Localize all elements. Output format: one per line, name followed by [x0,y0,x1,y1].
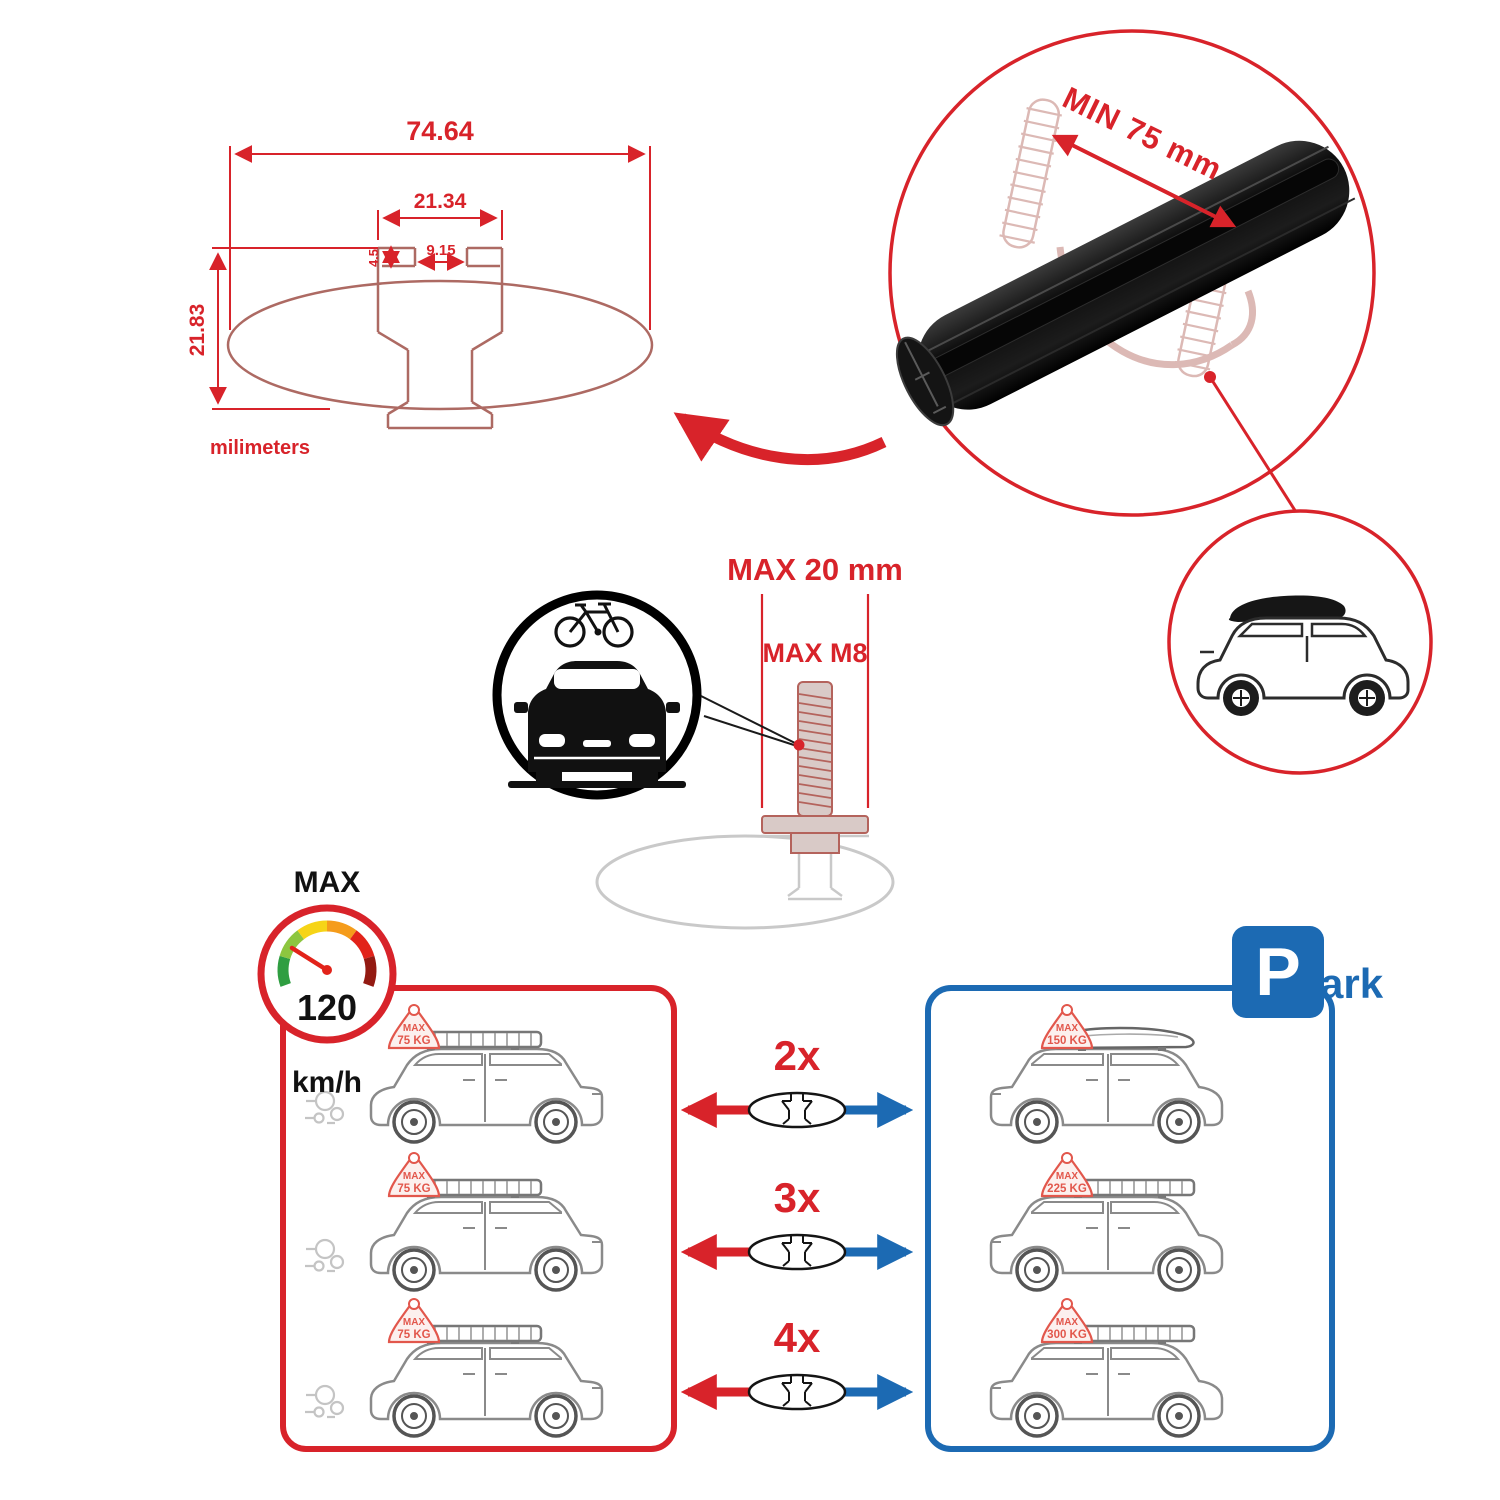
bar-cross-section-icon [747,1373,847,1411]
speed-limit-gauge: MAX 120 km/h [257,866,397,1099]
exhaust-puffs-icon [305,1384,345,1419]
dim-total-width: 74.64 [406,116,474,146]
driving-car-row-2: MAX 75 KG [305,1152,604,1292]
cross-section-dimension-drawing: 74.64 21.34 9.15 4.5 21.83 milimeters [186,116,654,459]
bolt-max-width-label: MAX 20 mm [727,552,903,587]
dimension-lines [209,145,651,410]
speed-unit: km/h [292,1066,362,1099]
detail-callout-arrow [673,412,887,465]
driving-car-row-3: MAX 75 KG [305,1298,604,1438]
bar-count-row-1: 2x [680,1032,914,1129]
suv-roofbox-circle [1167,509,1433,775]
min-span-arrow [1051,134,1237,228]
ghost-rail-cross-section [595,834,895,930]
parked-car-row-1: MAX 150 KG [989,1004,1224,1144]
load-tag: MAX 75 KG [387,1152,441,1198]
dim-profile-height: 21.83 [186,304,209,357]
load-tag: MAX 75 KG [387,1004,441,1050]
crossbar-detail-circle: MIN 75 mm [888,29,1376,517]
suv-with-roofbox-icon [1196,595,1410,716]
car-front-icon [508,661,686,788]
parking-sign-letter: P [1255,934,1301,1010]
bar-count-label: 4x [774,1314,821,1361]
speed-value: 120 [297,987,357,1028]
parking-sign: P ark [1232,926,1407,1026]
gauge-needle-hub [322,965,332,975]
t-bolt-icon [761,681,869,854]
parked-car-row-3: MAX 300 KG [989,1298,1224,1438]
car-bike-circle [492,590,702,800]
dim-slot-width: 9.15 [426,242,455,259]
dim-lip-depth: 4.5 [366,249,381,267]
parked-car-row-2: MAX 225 KG [989,1152,1224,1292]
parking-sign-suffix: ark [1320,960,1384,1007]
tag-max-label: MAX [1056,1171,1079,1182]
driving-load-box [280,985,677,1452]
tag-max-label: MAX [403,1317,426,1328]
gauge-needle [289,945,330,973]
exhaust-puffs-icon [305,1238,345,1273]
parking-sign-square: P [1232,926,1324,1018]
bar-cross-section-icon [747,1091,847,1129]
load-tag: MAX 150 KG [1040,1004,1094,1050]
tag-max-label: MAX [403,1023,426,1034]
tag-weight: 225 KG [1047,1183,1087,1195]
gauge-arcs [277,920,377,987]
load-tag: MAX 75 KG [387,1298,441,1344]
tag-weight: 75 KG [397,1183,430,1195]
tag-max-label: MAX [1056,1317,1079,1328]
crossbar-profile-outline [226,246,654,430]
bolt-max-thread-label: MAX M8 [762,638,867,668]
tag-max-label: MAX [1056,1023,1079,1034]
bar-count-label: 2x [774,1032,821,1079]
bar-count-label: 3x [774,1174,821,1221]
speed-max-label: MAX [294,866,361,899]
callout-dot [1204,371,1216,383]
tag-max-label: MAX [403,1171,426,1182]
bar-count-row-2: 3x [680,1174,914,1271]
dim-units-label: milimeters [210,437,310,459]
bar-cross-section-icon [747,1233,847,1271]
load-tag: MAX 300 KG [1040,1298,1094,1344]
tag-weight: 75 KG [397,1329,430,1341]
driving-car-row-1: MAX 75 KG [305,1004,604,1144]
parked-load-box [925,985,1335,1452]
bolt-dimension-drawing: MAX 20 mm MAX M8 [595,552,903,930]
dim-channel-width: 21.34 [414,190,467,213]
tag-weight: 150 KG [1047,1035,1087,1047]
load-tag: MAX 225 KG [1040,1152,1094,1198]
bike-icon [554,602,634,648]
tag-weight: 75 KG [397,1035,430,1047]
bar-count-row-3: 4x [680,1314,914,1411]
tag-weight: 300 KG [1047,1329,1087,1341]
